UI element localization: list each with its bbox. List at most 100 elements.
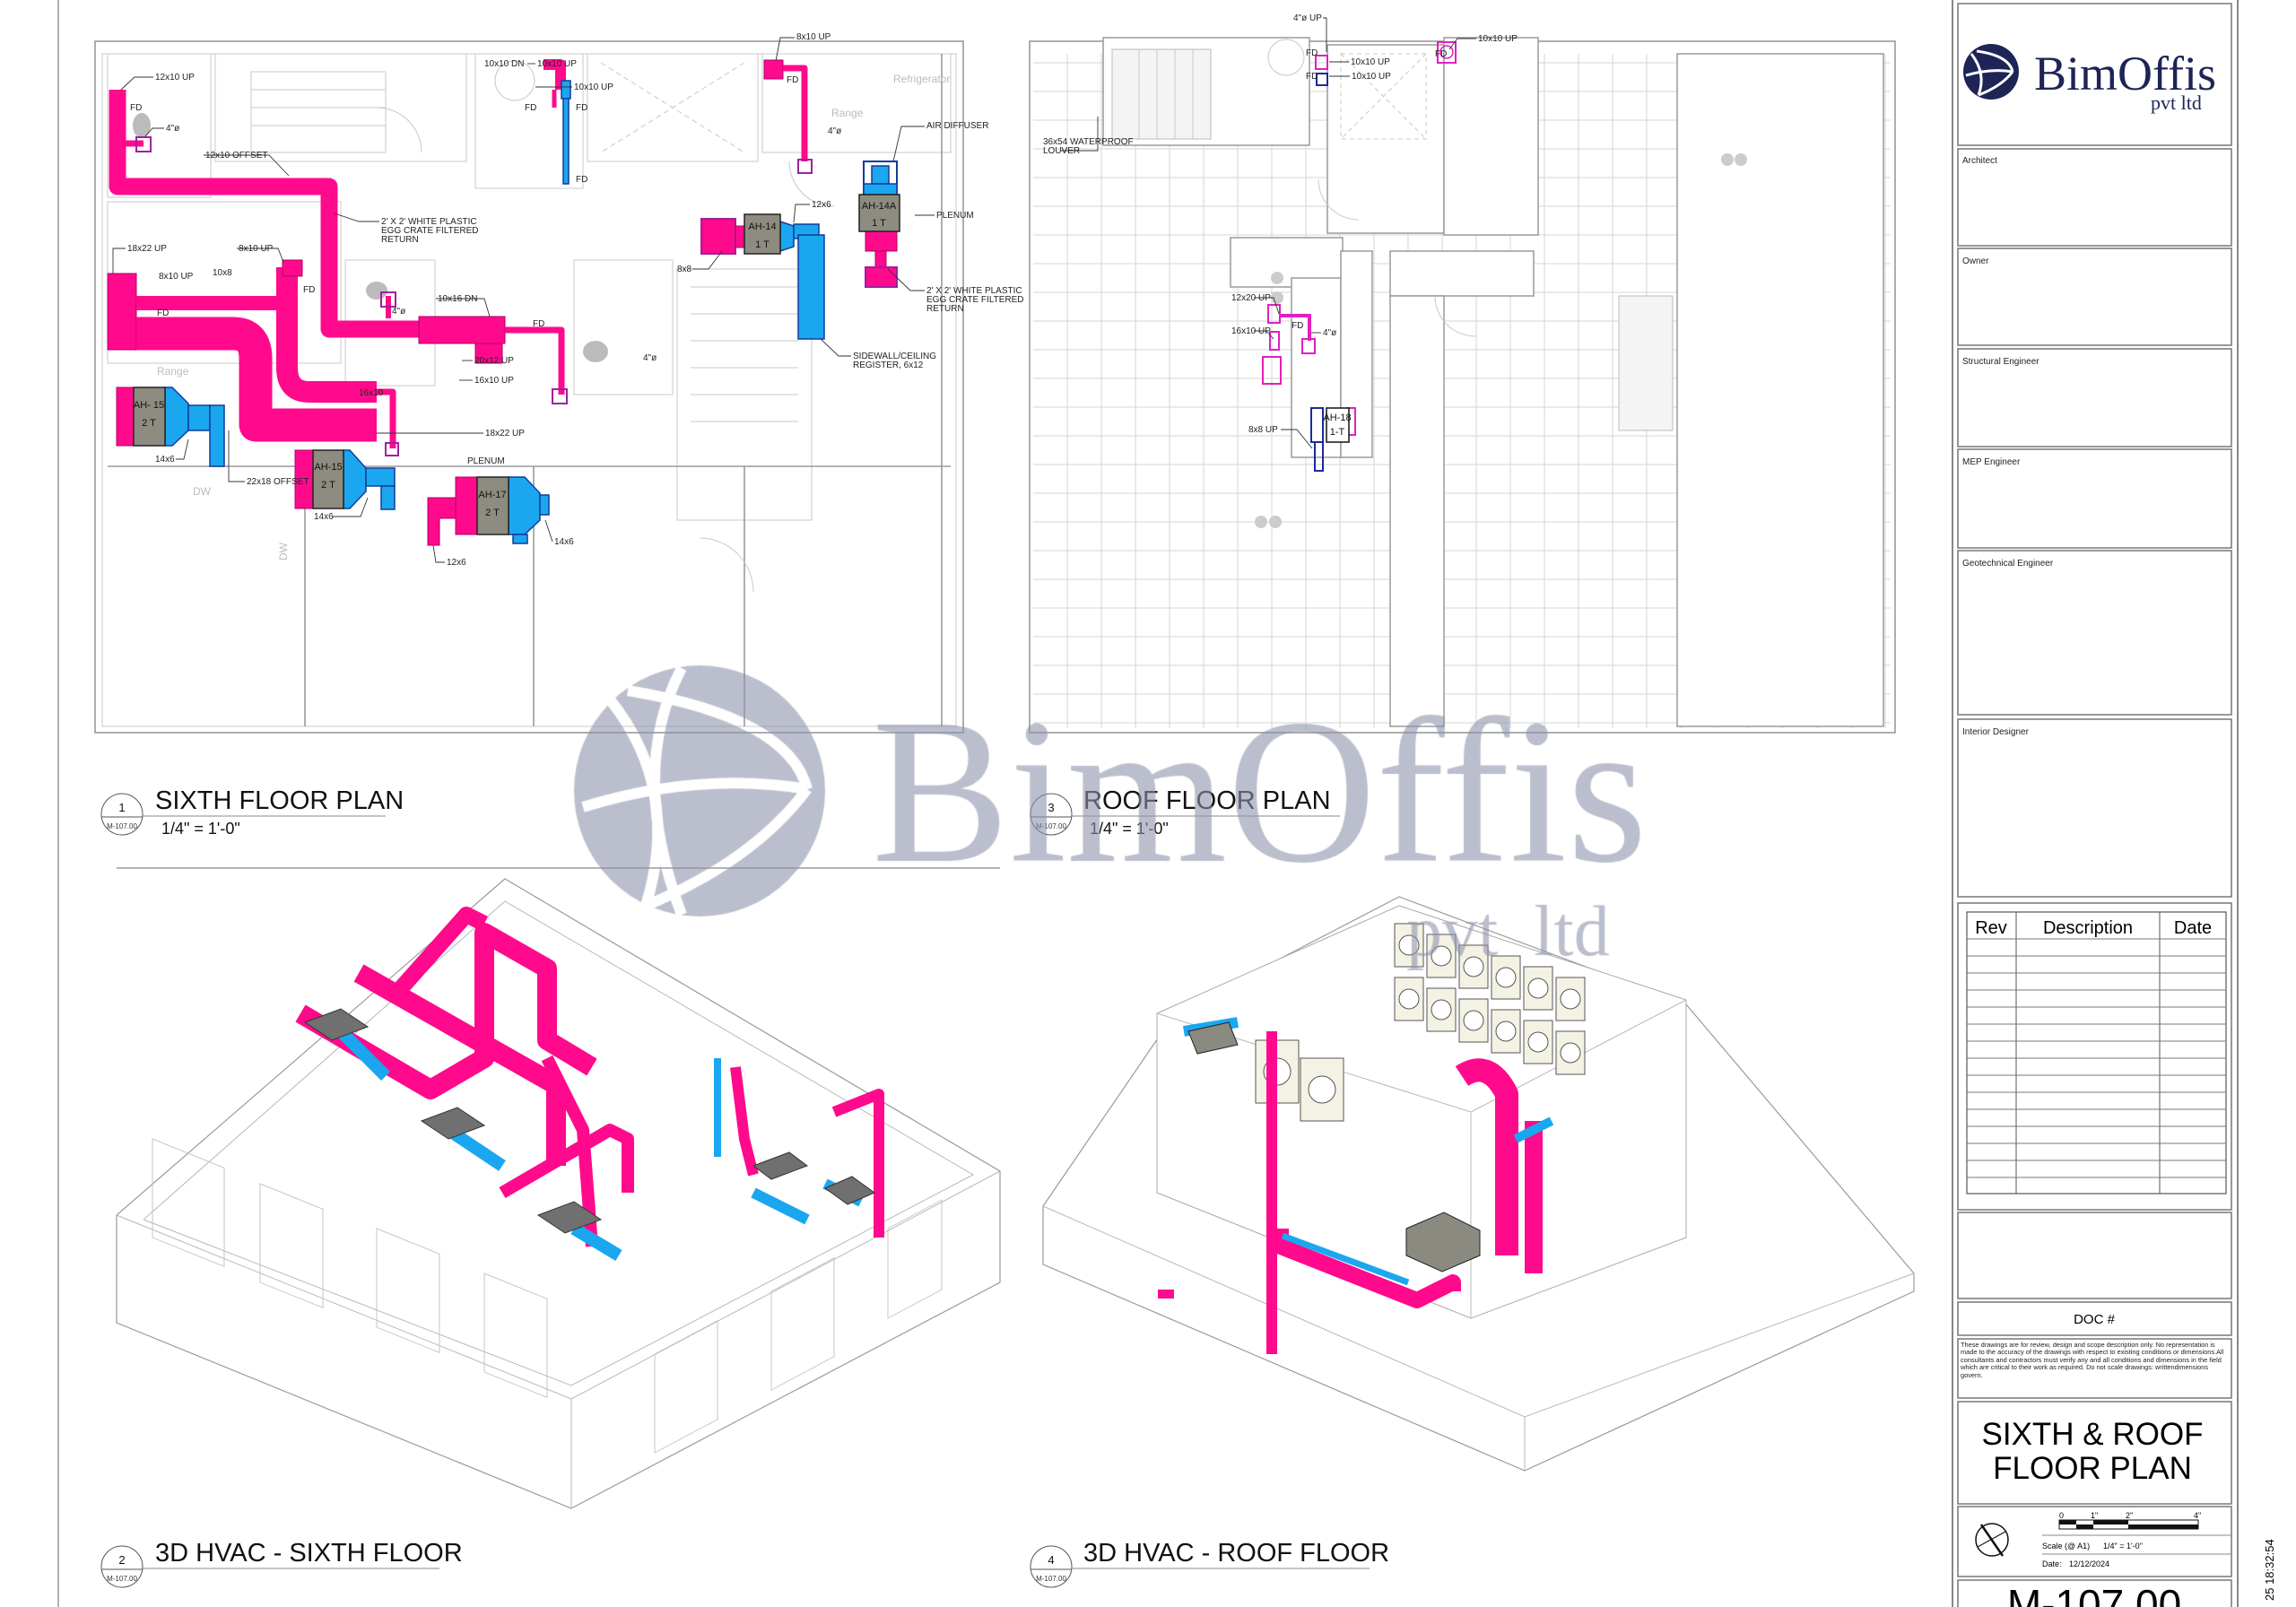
consultant-architect: Architect xyxy=(1962,156,1997,166)
svg-text:8x10 UP: 8x10 UP xyxy=(796,32,831,42)
air-handler-ah15b[interactable]: AH-15 2 T xyxy=(312,449,344,509)
condenser-unit xyxy=(1300,1057,1344,1122)
svg-text:10x10 UP: 10x10 UP xyxy=(574,83,613,92)
roof-floor-plan[interactable]: AH-18 1-T 4"ø UP 10x10 UP 10x10 UP 10x10… xyxy=(1029,13,1896,734)
room-label: DW xyxy=(277,542,290,560)
svg-text:12x6: 12x6 xyxy=(812,200,831,210)
fire-damper-label: FD xyxy=(303,285,315,295)
view-scale: 1/4" = 1'-0" xyxy=(161,820,240,838)
svg-text:18x22 UP: 18x22 UP xyxy=(127,244,167,254)
disclaimer: These drawings are for review, design an… xyxy=(1961,1342,2224,1379)
view-title-3d-sixth: 2 M-107.00 3D HVAC - SIXTH FLOOR xyxy=(100,1539,463,1588)
air-handler-ah14a[interactable]: AH-14A 1 T xyxy=(858,194,900,232)
svg-text:RETURN: RETURN xyxy=(381,235,419,245)
svg-text:M-107.00: M-107.00 xyxy=(107,822,137,830)
fire-damper-label: FD xyxy=(1306,48,1318,58)
svg-text:4"ø: 4"ø xyxy=(392,307,405,317)
svg-text:0: 0 xyxy=(2059,1511,2064,1520)
consultant-owner: Owner xyxy=(1962,256,1989,266)
svg-text:2": 2" xyxy=(2126,1511,2133,1520)
consultant-structural: Structural Engineer xyxy=(1962,357,2039,367)
consultant-mep: MEP Engineer xyxy=(1962,457,2021,467)
svg-text:1 T: 1 T xyxy=(755,239,770,250)
svg-text:REGISTER, 6x12: REGISTER, 6x12 xyxy=(853,360,924,370)
fire-damper-label: FD xyxy=(576,175,587,185)
condenser-unit xyxy=(1555,977,1586,1021)
condenser-unit xyxy=(1523,966,1553,1011)
sixth-floor-plan[interactable]: Range Range Refrigerator DW DW xyxy=(94,32,1024,734)
svg-text:12x10 OFFSET: 12x10 OFFSET xyxy=(205,151,267,161)
condenser-unit xyxy=(1394,923,1424,968)
view-title-3d-roof: 4 M-107.00 3D HVAC - ROOF FLOOR xyxy=(1030,1539,1389,1588)
fire-damper-label: FD xyxy=(130,103,142,113)
svg-text:16x10 UP: 16x10 UP xyxy=(1231,326,1271,336)
roof-walls xyxy=(1102,37,1884,727)
description-header: Description xyxy=(2043,918,2133,938)
svg-text:RETURN: RETURN xyxy=(926,304,964,314)
svg-text:12x20 UP: 12x20 UP xyxy=(1231,293,1271,303)
return-ductwork xyxy=(164,80,898,544)
svg-text:18x22 UP: 18x22 UP xyxy=(485,429,525,439)
air-handler-ah17[interactable]: AH-17 2 T xyxy=(476,476,509,535)
svg-text:2 T: 2 T xyxy=(321,480,335,491)
view-scale: 1/4" = 1'-0" xyxy=(1090,820,1169,838)
svg-text:8x8 UP: 8x8 UP xyxy=(1248,425,1278,435)
view-title: 3D HVAC - ROOF FLOOR xyxy=(1083,1539,1389,1568)
fire-damper-label: FD xyxy=(1435,49,1447,59)
condenser-unit xyxy=(1458,944,1489,989)
svg-text:20x12 UP: 20x12 UP xyxy=(474,356,514,366)
svg-text:10x10 UP: 10x10 UP xyxy=(1478,34,1518,44)
fire-damper-label: FD xyxy=(576,103,587,113)
view-title: 3D HVAC - SIXTH FLOOR xyxy=(155,1539,463,1568)
condenser-unit xyxy=(1555,1030,1586,1075)
svg-text:AIR DIFFUSER: AIR DIFFUSER xyxy=(926,121,988,131)
svg-text:4": 4" xyxy=(2194,1511,2201,1520)
svg-text:8x8: 8x8 xyxy=(677,265,692,274)
svg-text:14x6: 14x6 xyxy=(314,512,334,522)
3d-hvac-sixth-floor[interactable] xyxy=(116,878,1001,1509)
svg-text:2: 2 xyxy=(118,1553,125,1567)
doc-number-label: DOC # xyxy=(2074,1312,2116,1327)
consultant-geotechnical: Geotechnical Engineer xyxy=(1962,559,2054,569)
svg-text:PLENUM: PLENUM xyxy=(467,456,505,466)
svg-text:4"ø UP: 4"ø UP xyxy=(1293,13,1322,23)
view-title-sixth-floor-plan: 1 M-107.00 SIXTH FLOOR PLAN 1/4" = 1'-0" xyxy=(100,786,404,838)
svg-text:AH- 15: AH- 15 xyxy=(134,400,164,411)
svg-text:10x10 UP: 10x10 UP xyxy=(1352,72,1391,82)
svg-text:AH-15: AH-15 xyxy=(314,462,342,473)
svg-text:8x10 UP: 8x10 UP xyxy=(159,272,194,282)
svg-text:1 T: 1 T xyxy=(872,218,886,229)
svg-text:M-107.00: M-107.00 xyxy=(1036,822,1066,830)
scale-value: 1/4" = 1'-0" xyxy=(2103,1542,2143,1551)
date-value: 12/12/2024 xyxy=(2069,1559,2109,1568)
fire-damper-label: FD xyxy=(1292,321,1303,331)
svg-text:10x10 UP: 10x10 UP xyxy=(1351,57,1390,67)
svg-text:10x10 UP: 10x10 UP xyxy=(537,59,577,69)
condenser-unit xyxy=(1394,977,1424,1021)
room-label: Refrigerator xyxy=(893,73,950,85)
svg-text:1: 1 xyxy=(118,801,125,814)
scale-label: Scale (@ A1) xyxy=(2042,1542,2090,1551)
svg-text:4"ø: 4"ø xyxy=(1323,328,1336,338)
air-handler-ah15a[interactable]: AH- 15 2 T xyxy=(133,387,166,447)
svg-text:12x10 UP: 12x10 UP xyxy=(155,73,195,83)
svg-text:14x6: 14x6 xyxy=(155,455,175,465)
air-handler-ah14[interactable]: AH-14 1 T xyxy=(744,213,781,255)
duct-size-label: 16x10 xyxy=(359,388,384,398)
svg-text:8x10 UP: 8x10 UP xyxy=(239,244,274,254)
plot-timestamp: 25 18:32:54 xyxy=(2263,1539,2276,1601)
svg-text:2 T: 2 T xyxy=(142,418,156,429)
svg-text:AH-14A: AH-14A xyxy=(862,201,897,212)
svg-text:10x8: 10x8 xyxy=(213,268,232,278)
view-title-roof-floor-plan: 3 M-107.00 ROOF FLOOR PLAN 1/4" = 1'-0" xyxy=(1030,786,1340,838)
fire-damper-label: FD xyxy=(533,319,544,329)
3d-hvac-roof-floor[interactable] xyxy=(1042,896,1915,1472)
condenser-unit xyxy=(1426,987,1457,1032)
svg-text:4"ø: 4"ø xyxy=(828,126,841,136)
date-label: Date: xyxy=(2042,1559,2062,1568)
condenser-unit xyxy=(1458,998,1489,1043)
svg-text:LOUVER: LOUVER xyxy=(1043,146,1080,156)
air-handler-ah18[interactable]: AH-18 1-T xyxy=(1323,407,1352,443)
svg-text:10x16 DN: 10x16 DN xyxy=(438,294,477,304)
